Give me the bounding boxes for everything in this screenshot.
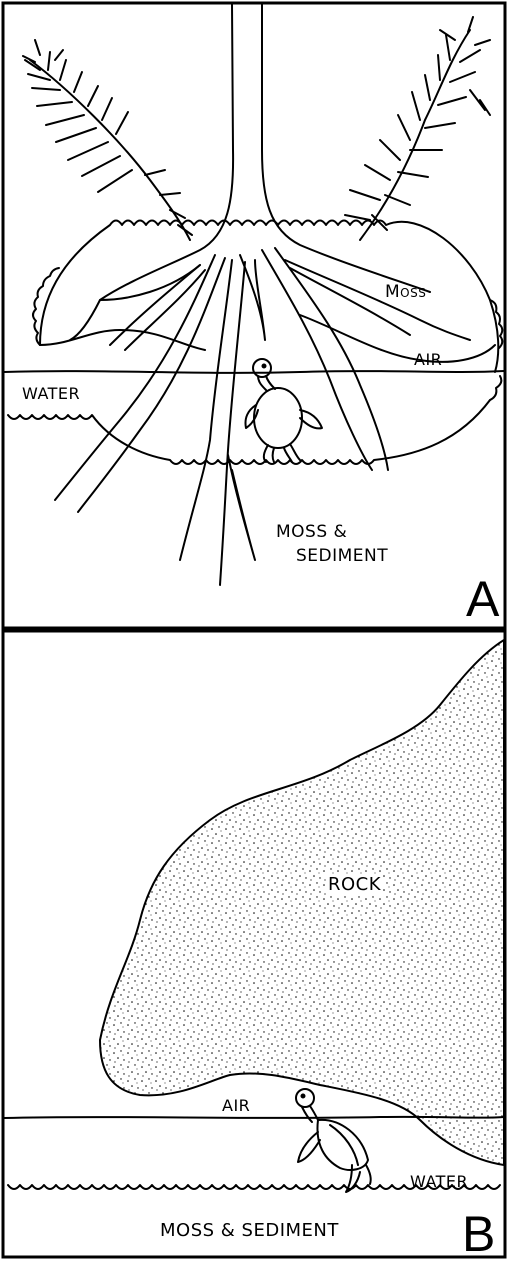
- turtle-b-scute: [330, 1125, 358, 1165]
- fern-right-fronds: [345, 17, 490, 230]
- turtle-a-flipper-right: [300, 410, 322, 428]
- turtle-a-shell: [254, 388, 302, 448]
- root-right-b: [275, 248, 388, 470]
- label-water-a: WATER: [22, 384, 80, 403]
- turtle-b-tail: [366, 1165, 371, 1184]
- turtle-b-head: [296, 1089, 314, 1107]
- turtle-a: [245, 359, 322, 462]
- sediment-boundary: [8, 400, 490, 464]
- label-rock-b: ROCK: [326, 874, 383, 895]
- label-moss-sediment-a-line2: SEDIMENT: [296, 546, 388, 566]
- sediment-right-scallops: [490, 376, 501, 400]
- root-center-b: [220, 262, 245, 585]
- turtle-b-neck: [302, 1106, 318, 1122]
- tree-trunk-left: [100, 4, 233, 300]
- panel-letter-b: B: [462, 1205, 496, 1263]
- label-moss-sediment-a-line1: MOSS &: [276, 522, 347, 542]
- label-moss-sediment-b: MOSS & SEDIMENT: [160, 1220, 339, 1241]
- fern-left-fronds: [23, 40, 192, 235]
- label-water-b: WATER: [410, 1172, 468, 1191]
- label-air-b: AIR: [222, 1096, 250, 1115]
- fern-right-stem: [360, 30, 470, 240]
- turtle-b-shell: [317, 1120, 368, 1170]
- label-moss-a: Moss: [385, 282, 426, 302]
- turtle-a-head: [253, 359, 271, 377]
- turtle-b: [296, 1089, 371, 1192]
- water-surface-line-b: [4, 1117, 504, 1118]
- fern-left-stem: [30, 60, 190, 240]
- tree-trunk-right: [262, 4, 430, 292]
- root-center-c: [228, 455, 255, 560]
- rock-mass: [100, 640, 504, 1165]
- label-air-a: AIR: [414, 350, 442, 369]
- panel-letter-a: A: [466, 570, 500, 628]
- turtle-b-flipper-left: [298, 1132, 320, 1162]
